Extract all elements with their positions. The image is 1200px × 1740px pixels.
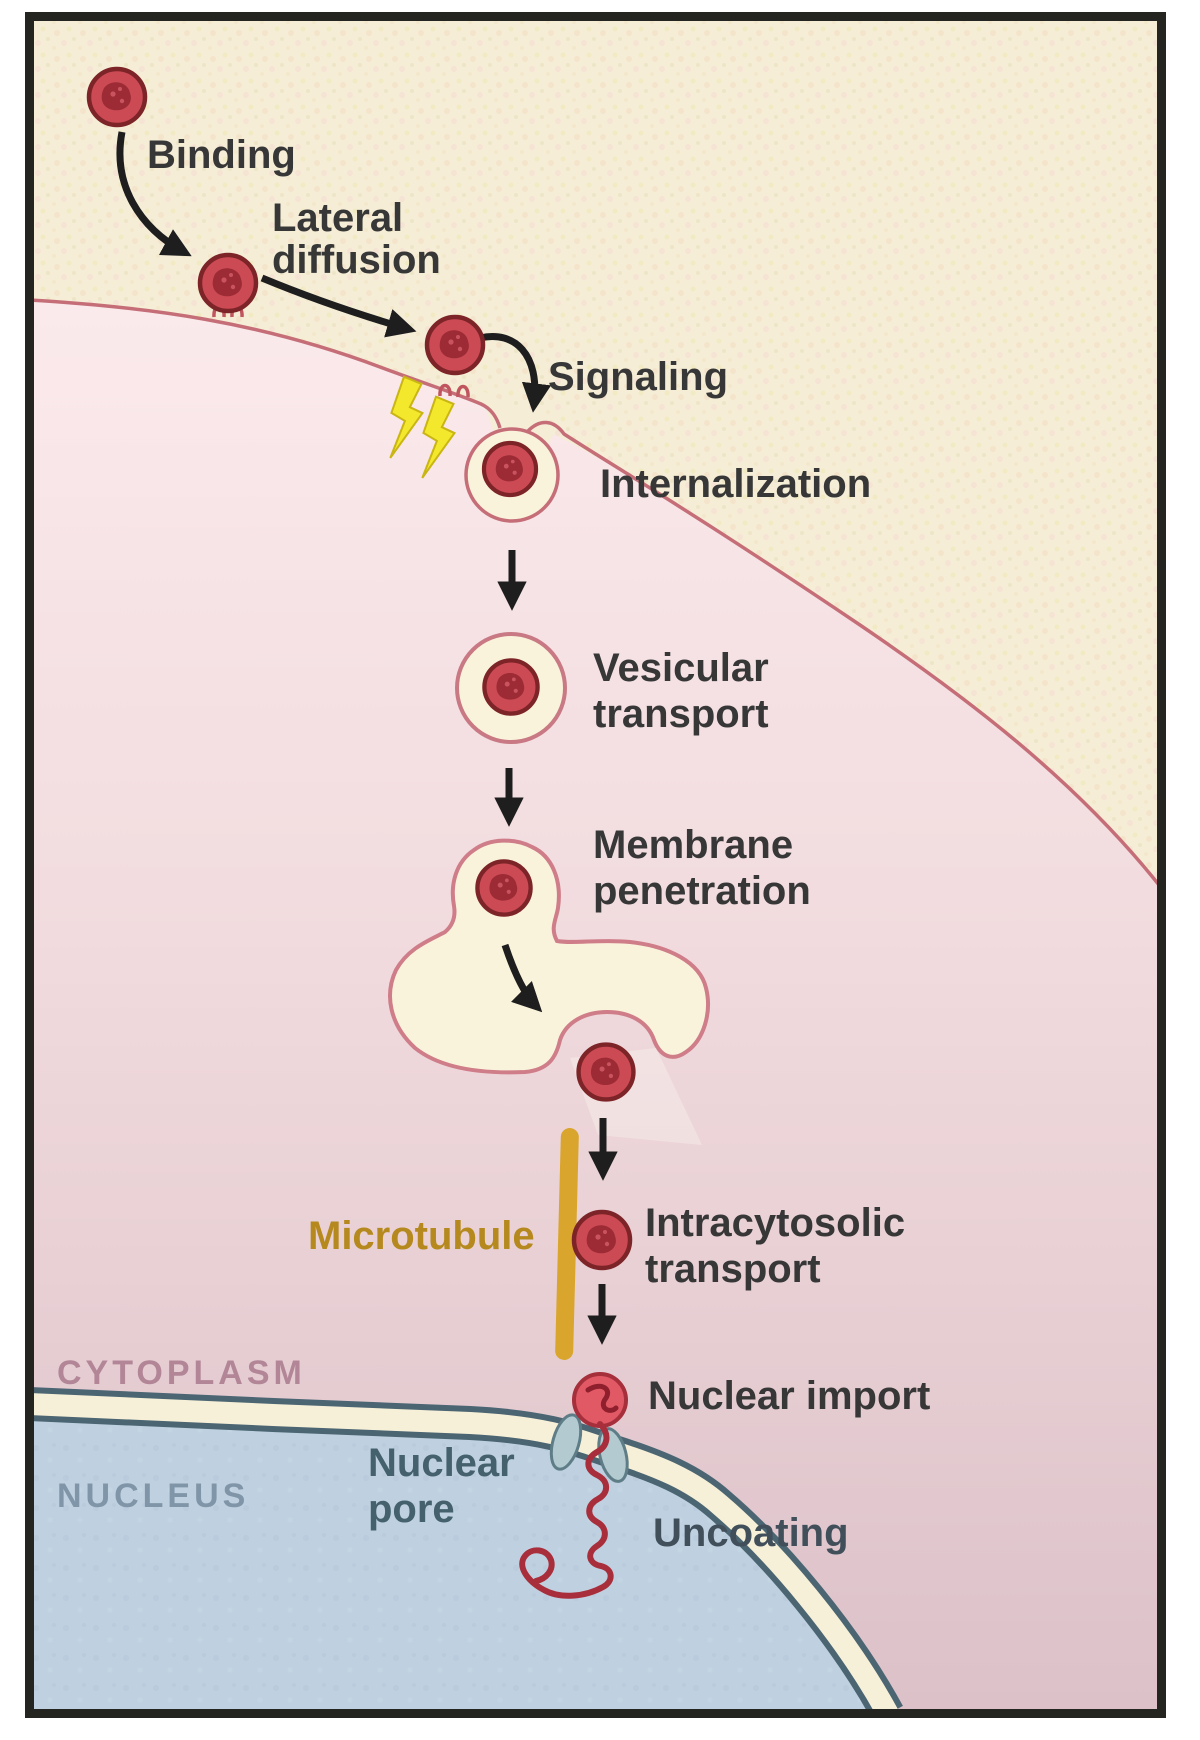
nuclear-pore-complex-left [549,1413,583,1471]
nuclear-envelope [29,1393,898,1714]
cell-membrane-right [525,420,1162,892]
microtubule-bar [555,1128,579,1360]
virus-internalized [484,443,536,495]
cell-membrane [29,298,502,429]
arrow-binding [116,131,192,257]
virus-free [89,69,145,125]
label-intracytosolic-line2: transport [645,1247,821,1291]
virus-released [579,1045,634,1100]
label-nucleus: NUCLEUS [57,1477,249,1515]
label-membrane-line1: Membrane [593,823,793,867]
label-vesicular-line2: transport [593,692,769,736]
arrow-signaling [479,333,552,413]
arrow-endosome-escape [501,943,543,1013]
label-cytoplasm: CYTOPLASM [57,1354,306,1392]
label-lateral-line1: Lateral [272,196,403,240]
virus-diffused [427,317,483,373]
label-internalization: Internalization [600,462,871,506]
label-intracytosolic-line1: Intracytosolic [645,1201,905,1245]
endosome [388,838,710,1075]
lightning-bolt-icon [421,395,456,479]
virus-in-endosome [477,861,530,914]
receptors-virus3 [438,383,470,398]
virus-bound [200,255,256,311]
label-nuclear-pore-line2: pore [368,1487,455,1531]
virus-at-nuclear-pore [572,1372,628,1428]
virus-on-microtubule [574,1212,630,1268]
arrow-lateral-diffusion [260,274,417,338]
label-vesicular-line1: Vesicular [593,646,769,690]
label-nuclear-pore-line1: Nuclear [368,1441,515,1485]
label-uncoating: Uncoating [653,1511,849,1555]
virus-in-vesicle [484,660,537,713]
label-binding: Binding [147,133,296,177]
label-signaling: Signaling [548,355,728,399]
lightning-bolt-icon [389,375,424,459]
label-nuclear-import: Nuclear import [648,1374,930,1418]
figure-frame [25,12,1166,1718]
label-lateral-line2: diffusion [272,238,441,282]
label-membrane-line2: penetration [593,869,811,913]
label-microtubule: Microtubule [308,1214,535,1258]
viral-genome [519,1421,614,1599]
